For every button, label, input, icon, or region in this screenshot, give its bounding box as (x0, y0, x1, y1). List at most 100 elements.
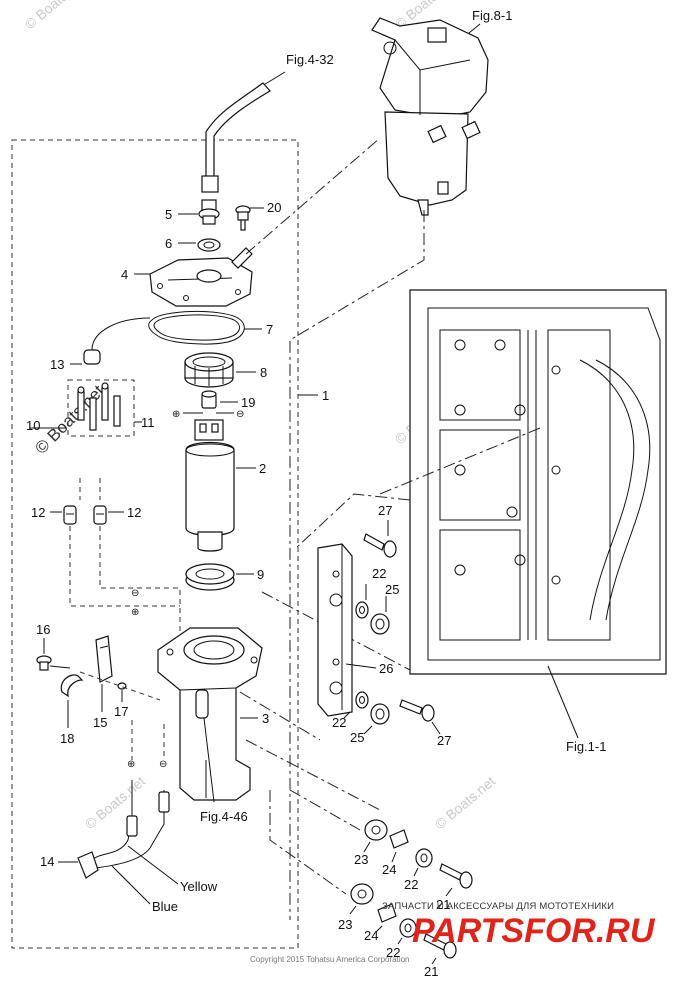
flow-line (295, 493, 411, 549)
leader-fig-4-32 (261, 71, 286, 87)
callout-22c: 22 (404, 877, 418, 892)
terminal-part-12a (63, 505, 77, 525)
ref-fig-4-32: Fig.4-32 (286, 52, 334, 67)
washer-part-22c (415, 848, 433, 868)
flow-line (269, 790, 347, 895)
callout-27a: 27 (378, 503, 392, 518)
connector-group-box (67, 379, 135, 437)
ref-fig-4-46: Fig.4-46 (200, 809, 248, 824)
polarity-minus: ⊖ (131, 588, 139, 599)
callout-13: 13 (50, 357, 64, 372)
polarity-plus: ⊕ (172, 409, 180, 420)
bolt-part-27a (363, 533, 397, 558)
bracket-part-26 (317, 543, 353, 717)
callout-2: 2 (259, 461, 266, 476)
watermark: © Boats.net (82, 773, 149, 832)
bolt-part-21b (423, 933, 457, 959)
callout-16: 16 (36, 622, 50, 637)
watermark: © Boats.net (432, 773, 499, 832)
bushing-part-24a (389, 829, 409, 849)
callout-8: 8 (260, 365, 267, 380)
collar-part-23a (364, 819, 388, 841)
callout-1: 1 (322, 388, 329, 403)
clamp-part-18 (60, 674, 84, 698)
callout-22a: 22 (372, 566, 386, 581)
brand-tagline: ЗАПЧАСТИ И АКСЕССУАРЫ ДЛЯ МОТОТЕХНИКИ (382, 901, 614, 912)
watermark: © Boats.net (22, 0, 89, 32)
assembly-1-boundary (11, 139, 299, 949)
ref-fig-8-1: Fig.8-1 (472, 8, 512, 23)
callout-26: 26 (379, 661, 393, 676)
screw-part-16 (36, 655, 52, 671)
callout-12a: 12 (31, 505, 45, 520)
callout-23a: 23 (354, 852, 368, 867)
reservoir-part (371, 17, 489, 216)
washer-part-22a (355, 601, 369, 619)
callout-11: 11 (141, 415, 155, 430)
wire-route (69, 526, 180, 607)
connector-terminals (77, 382, 121, 431)
wire-route (99, 526, 181, 650)
callout-22d: 22 (386, 945, 400, 960)
mount-part-25a (370, 613, 390, 635)
callout-27b: 27 (437, 733, 451, 748)
polarity-plus: ⊕ (127, 759, 135, 770)
callout-7: 7 (266, 322, 273, 337)
bracket-part-15 (95, 635, 113, 683)
flow-line (289, 789, 361, 831)
ref-fig-1-1: Fig.1-1 (566, 739, 606, 754)
harness-part-14 (77, 780, 170, 879)
callout-20: 20 (267, 200, 281, 215)
terminal-part-12b (93, 505, 107, 525)
leader-yellow (127, 845, 179, 885)
callout-3: 3 (262, 711, 269, 726)
callout-14: 14 (40, 854, 54, 869)
flow-line (245, 137, 381, 255)
callout-10: 10 (26, 418, 40, 433)
polarity-minus: ⊖ (159, 759, 167, 770)
nut-part-8 (184, 352, 234, 388)
cover-part-4 (149, 247, 253, 307)
gasket-part-7 (148, 311, 245, 345)
leader-fig-4-46 (203, 717, 215, 803)
callout-5: 5 (165, 207, 172, 222)
bolt-part-20 (235, 205, 251, 231)
callout-9: 9 (257, 567, 264, 582)
housing-part-3 (157, 627, 263, 801)
callout-23b: 23 (338, 917, 352, 932)
callout-4: 4 (121, 267, 128, 282)
callout-25b: 25 (350, 730, 364, 745)
brand-logo[interactable]: PARTSFOR.RU (412, 912, 656, 950)
polarity-minus: ⊖ (236, 409, 244, 420)
flow-line (379, 427, 541, 495)
mount-part-25b (370, 703, 390, 725)
leader-13-line (91, 317, 151, 351)
leader-blue (111, 865, 151, 905)
callout-22b: 22 (332, 715, 346, 730)
nipple-part-5 (198, 199, 220, 225)
grommet-part-9 (185, 563, 235, 591)
filter-part-19 (201, 390, 217, 409)
bushing-part-24b (377, 903, 397, 923)
flow-line (245, 739, 381, 811)
callout-21b: 21 (424, 964, 438, 979)
flow-line (289, 210, 425, 920)
hose-part (205, 82, 271, 179)
wire-blue: Blue (152, 899, 178, 914)
flow-line (239, 691, 321, 741)
copyright: Copyright 2015 Tohatsu America Corporati… (250, 955, 410, 964)
callout-12b: 12 (127, 505, 141, 520)
engine-block-inset (409, 289, 667, 675)
flow-line (261, 591, 411, 671)
fuel-pump-part-2 (185, 419, 235, 552)
bolt-part-21a (439, 863, 473, 889)
bolt-part-27b (399, 699, 435, 722)
hose-fitting (201, 175, 219, 193)
clip-part-13 (83, 349, 101, 365)
washer-part-22d (399, 918, 417, 938)
callout-24a: 24 (382, 862, 396, 877)
leader-fig-1-1 (547, 665, 579, 739)
callout-24b: 24 (364, 928, 378, 943)
washer-part-22b (355, 691, 369, 709)
